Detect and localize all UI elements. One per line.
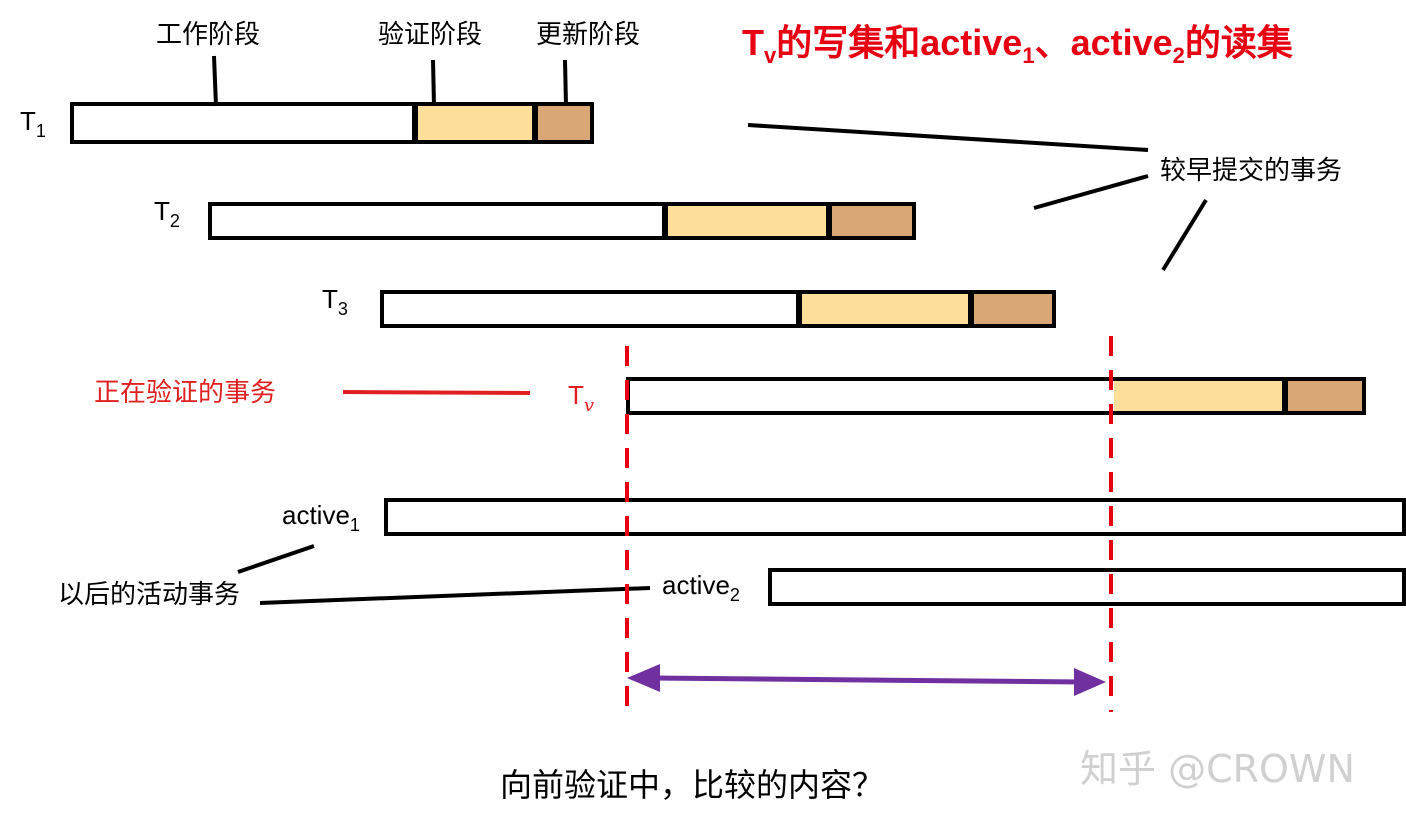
tx-label-t2: T2	[154, 196, 180, 231]
transaction-bar-t1	[70, 102, 594, 144]
watermark: 知乎 @CROWN	[1080, 747, 1355, 791]
validate-phase	[1114, 381, 1282, 411]
update-phase	[1282, 381, 1362, 411]
transaction-bar-t2	[208, 202, 916, 240]
phase-label-update: 更新阶段	[536, 20, 641, 50]
validate-phase	[796, 294, 968, 324]
leader-update	[563, 59, 568, 107]
leader-earlier-3	[1161, 198, 1208, 272]
annotation-validating: 正在验证的事务	[94, 378, 277, 408]
leader-validating	[342, 390, 531, 395]
active-bar-1	[384, 498, 1406, 536]
active-bar-2	[768, 568, 1406, 606]
work-phase	[74, 106, 412, 140]
transaction-bar-tv	[626, 377, 1366, 415]
phase-label-work: 工作阶段	[156, 20, 261, 50]
work-phase	[384, 294, 796, 324]
update-phase	[968, 294, 1052, 324]
work-phase	[630, 381, 1114, 411]
phase-label-validate: 验证阶段	[378, 20, 483, 50]
tx-label-t1: T1	[20, 106, 46, 141]
tx-label-tv: Tv	[568, 380, 595, 416]
update-phase	[532, 106, 590, 140]
annotation-later-active: 以后的活动事务	[58, 580, 241, 610]
active-label-2: active2	[662, 570, 740, 605]
validate-phase	[412, 106, 532, 140]
leader-earlier-1	[747, 123, 1149, 152]
update-phase	[826, 206, 912, 236]
work-phase	[212, 206, 662, 236]
diagram-title: Tv的写集和active1、active2的读集	[742, 22, 1293, 68]
leader-later-1	[237, 544, 315, 574]
caption: 向前验证中，比较的内容？	[500, 766, 885, 804]
leader-earlier-2	[1033, 174, 1149, 210]
annotation-earlier-committed: 较早提交的事务	[1160, 156, 1343, 186]
tx-label-t3: T3	[322, 284, 348, 319]
validate-phase	[662, 206, 826, 236]
leader-later-2	[259, 586, 651, 605]
active-label-1: active1	[282, 500, 360, 535]
double-arrow	[627, 664, 1106, 696]
leader-validate	[431, 59, 436, 107]
leader-work	[212, 55, 218, 107]
transaction-bar-t3	[380, 290, 1056, 328]
